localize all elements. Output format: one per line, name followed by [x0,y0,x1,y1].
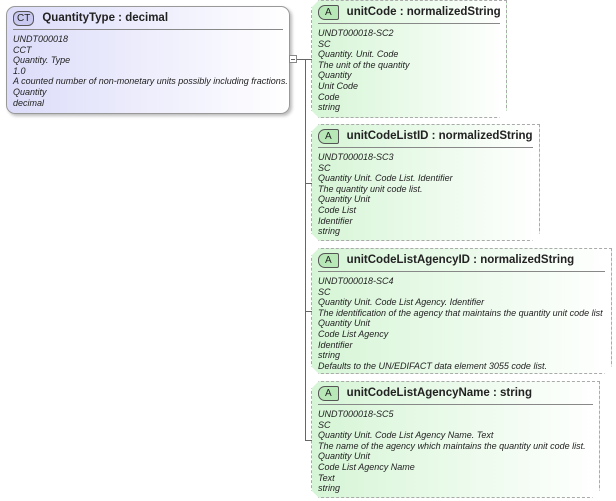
detail-line: Quantity Unit [318,318,371,329]
detail-line: Defaults to the UN/EDIFACT data element … [318,360,547,371]
connector-line [297,59,306,60]
detail-line: Code List [318,204,357,215]
detail-line: Quantity. Type [13,55,71,66]
detail-line: Identifier [318,215,353,226]
detail-line: UNDT000018 [13,34,69,44]
detail-line: Quantity Unit [318,451,371,462]
detail-line: SC [318,38,331,49]
attribute-badge: A [318,5,339,20]
detail-line: CCT [13,44,32,55]
divider [318,271,605,272]
detail-line: SC [318,162,331,173]
detail-line: string [318,350,341,361]
detail-line: string [318,102,341,113]
detail-line: Quantity [318,70,352,81]
detail-line: Identifier [318,339,353,350]
detail-line: string [318,483,341,494]
detail-line: UNDT000018-SC3 [318,152,394,162]
detail-line: UNDT000018-SC4 [318,276,394,286]
detail-line: SC [318,286,331,297]
detail-line: Quantity [13,86,47,97]
detail-line: Code List Agency Name [318,461,415,472]
complex-type-badge: CT [13,10,35,26]
detail-line: Text [318,472,335,483]
divider [318,404,593,405]
detail-line: SC [318,419,331,430]
attribute-title: unitCodeListID : normalizedString [346,130,533,142]
connector-trunk [305,59,306,440]
attribute-title: unitCodeListAgencyID : normalizedString [346,254,575,266]
divider [318,147,533,148]
detail-line: The unit of the quantity [318,59,410,70]
detail-line: Quantity Unit. Code List Agency. Identif… [318,297,485,308]
detail-line: Quantity Unit. Code List. Identifier [318,173,453,184]
collapse-toggle[interactable] [289,55,297,63]
detail-line: The identification of the agency that ma… [318,307,603,318]
attribute-badge: A [318,253,339,268]
detail-line: A counted number of non-monetary units p… [13,76,288,87]
detail-line: decimal [13,97,45,108]
detail-line: string [318,226,341,237]
detail-line: Code List Agency [318,328,389,339]
attribute-badge: A [318,386,339,401]
detail-line: The quantity unit code list. [318,183,423,194]
detail-line: UNDT000018-SC2 [318,28,394,38]
attribute-badge: A [318,129,339,144]
connector-branch [305,311,312,312]
attribute-title: unitCode : normalizedString [346,6,501,18]
connector-branch [305,183,312,184]
complex-type-title: QuantityType : decimal [42,12,169,24]
divider [13,29,283,30]
connector-branch [305,440,312,441]
detail-line: Quantity Unit. Code List Agency Name. Te… [318,430,494,441]
divider [318,23,500,24]
detail-line: Quantity Unit [318,194,371,205]
detail-line: 1.0 [13,65,26,76]
connector-branch [305,59,312,60]
detail-line: The name of the agency which maintains t… [318,440,586,451]
detail-line: Code [318,91,340,102]
attribute-title: unitCodeListAgencyName : string [346,387,532,399]
detail-line: Quantity. Unit. Code [318,49,399,60]
detail-line: Unit Code [318,80,359,91]
detail-line: UNDT000018-SC5 [318,409,394,419]
